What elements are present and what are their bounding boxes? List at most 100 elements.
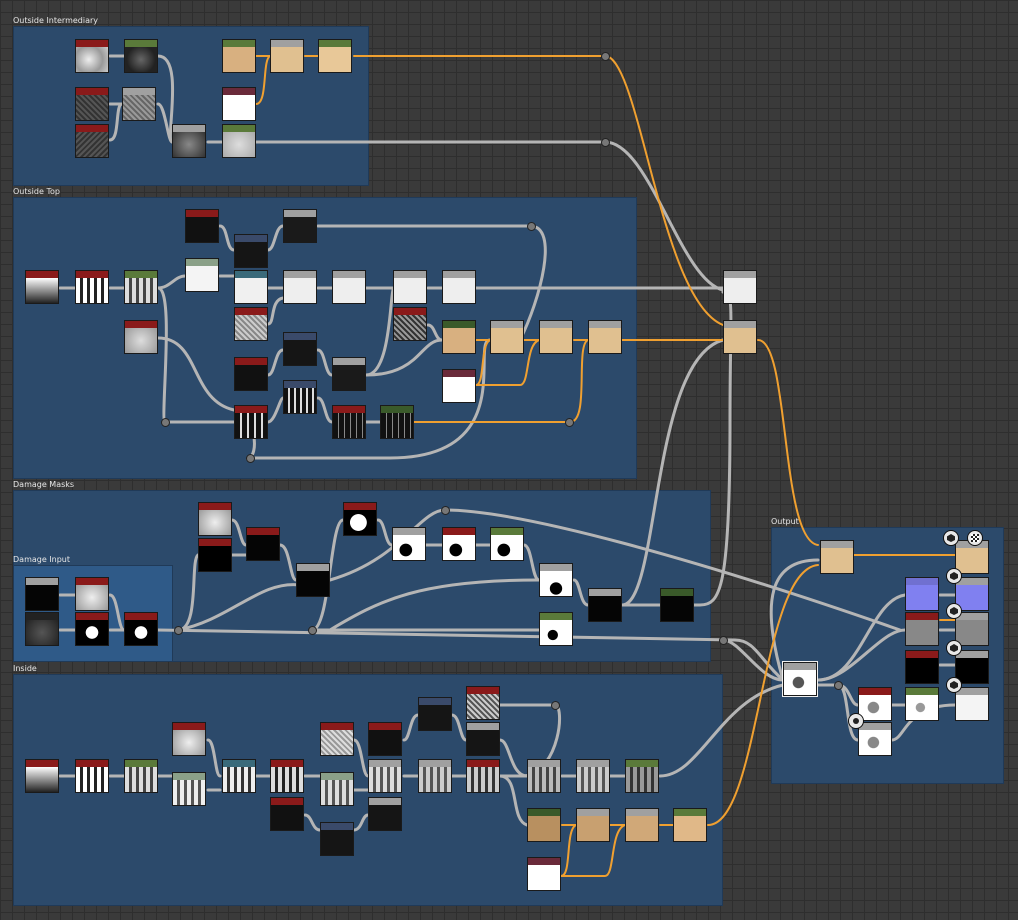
eye-icon[interactable] xyxy=(848,713,864,729)
stripes-node[interactable] xyxy=(234,405,268,439)
dark-node[interactable] xyxy=(466,722,500,756)
mask-node[interactable] xyxy=(782,661,818,697)
noise-node[interactable] xyxy=(466,686,500,720)
stripes-node[interactable] xyxy=(576,759,610,793)
blur-node[interactable] xyxy=(124,39,158,73)
sand-node[interactable] xyxy=(588,320,622,354)
output-node[interactable] xyxy=(955,687,989,721)
white-node[interactable] xyxy=(723,270,757,304)
mask-node[interactable] xyxy=(296,563,330,597)
stripes-node[interactable] xyxy=(368,759,402,793)
blur-node[interactable] xyxy=(25,612,59,646)
stripes-node[interactable] xyxy=(75,270,109,304)
sand-node[interactable] xyxy=(527,808,561,842)
mask-node[interactable] xyxy=(539,563,573,597)
stripes-node[interactable] xyxy=(222,759,256,793)
white-node[interactable] xyxy=(393,270,427,304)
white-node[interactable] xyxy=(222,87,256,121)
dark-node[interactable] xyxy=(368,722,402,756)
dark-noise-node[interactable] xyxy=(75,87,109,121)
stripes-node[interactable] xyxy=(418,759,452,793)
reroute-dot[interactable] xyxy=(834,681,843,690)
reroute-dot[interactable] xyxy=(719,636,728,645)
mask-node[interactable] xyxy=(588,588,622,622)
noise-node[interactable] xyxy=(122,87,156,121)
sand-node[interactable] xyxy=(222,39,256,73)
sand-node[interactable] xyxy=(673,808,707,842)
reroute-dot[interactable] xyxy=(601,52,610,61)
mask-node[interactable] xyxy=(660,588,694,622)
dark-noise-node[interactable] xyxy=(393,307,427,341)
noise-node[interactable] xyxy=(234,307,268,341)
sand-node[interactable] xyxy=(318,39,352,73)
white-node[interactable] xyxy=(283,270,317,304)
stripes-node[interactable] xyxy=(75,759,109,793)
blur-node[interactable] xyxy=(172,124,206,158)
gradient-node[interactable] xyxy=(25,270,59,304)
sand-node[interactable] xyxy=(490,320,524,354)
dark-node[interactable] xyxy=(368,797,402,831)
sand-node[interactable] xyxy=(539,320,573,354)
dark-node[interactable] xyxy=(185,209,219,243)
white-node[interactable] xyxy=(185,258,219,292)
stripes-node[interactable] xyxy=(320,772,354,806)
dark-node[interactable] xyxy=(283,209,317,243)
mask-node[interactable] xyxy=(858,687,892,721)
reroute-dot[interactable] xyxy=(551,701,560,710)
output-node[interactable] xyxy=(955,650,989,684)
mask-node[interactable] xyxy=(905,687,939,721)
sand-node[interactable] xyxy=(442,320,476,354)
stripes-node[interactable] xyxy=(466,759,500,793)
white-node[interactable] xyxy=(527,857,561,891)
dark-node[interactable] xyxy=(320,822,354,856)
white-node[interactable] xyxy=(442,270,476,304)
mask-node[interactable] xyxy=(343,502,377,536)
white-node[interactable] xyxy=(234,270,268,304)
output-node-icon[interactable] xyxy=(946,677,962,693)
stripes-node[interactable] xyxy=(172,772,206,806)
reroute-dot[interactable] xyxy=(565,418,574,427)
output-node-icon[interactable] xyxy=(946,640,962,656)
white-node[interactable] xyxy=(332,270,366,304)
sand-node[interactable] xyxy=(576,808,610,842)
noise-node[interactable] xyxy=(172,722,206,756)
mask-node[interactable] xyxy=(442,527,476,561)
reroute-dot[interactable] xyxy=(246,454,255,463)
noise-node[interactable] xyxy=(198,502,232,536)
output-node-icon[interactable] xyxy=(946,568,962,584)
dark-noise-node[interactable] xyxy=(75,124,109,158)
noise-node[interactable] xyxy=(905,612,939,646)
mask-node[interactable] xyxy=(75,612,109,646)
noise-node[interactable] xyxy=(124,320,158,354)
output-node-icon[interactable] xyxy=(943,530,959,546)
stripes-node[interactable] xyxy=(124,759,158,793)
output-node-icon[interactable] xyxy=(946,603,962,619)
mask-node[interactable] xyxy=(490,527,524,561)
stripes-node[interactable] xyxy=(270,759,304,793)
stripes-node[interactable] xyxy=(124,270,158,304)
blur-node[interactable] xyxy=(222,124,256,158)
reroute-dot[interactable] xyxy=(174,626,183,635)
dark-node[interactable] xyxy=(380,405,414,439)
reroute-dot[interactable] xyxy=(441,506,450,515)
stripes-node[interactable] xyxy=(283,380,317,414)
sand-node[interactable] xyxy=(723,320,757,354)
mask-node[interactable] xyxy=(198,538,232,572)
dark-node[interactable] xyxy=(905,650,939,684)
output-node[interactable] xyxy=(955,577,989,611)
frame-outside-intermediary[interactable] xyxy=(13,26,369,186)
reroute-dot[interactable] xyxy=(601,138,610,147)
sand-node[interactable] xyxy=(270,39,304,73)
dark-node[interactable] xyxy=(332,357,366,391)
white-node[interactable] xyxy=(442,369,476,403)
dark-node[interactable] xyxy=(234,234,268,268)
dark-node[interactable] xyxy=(270,797,304,831)
reroute-dot[interactable] xyxy=(161,418,170,427)
dark-node[interactable] xyxy=(283,332,317,366)
mask-node[interactable] xyxy=(246,527,280,561)
mask-node[interactable] xyxy=(858,722,892,756)
sand-node[interactable] xyxy=(625,808,659,842)
reroute-dot[interactable] xyxy=(527,222,536,231)
stripes-node[interactable] xyxy=(625,759,659,793)
noise-node[interactable] xyxy=(320,722,354,756)
